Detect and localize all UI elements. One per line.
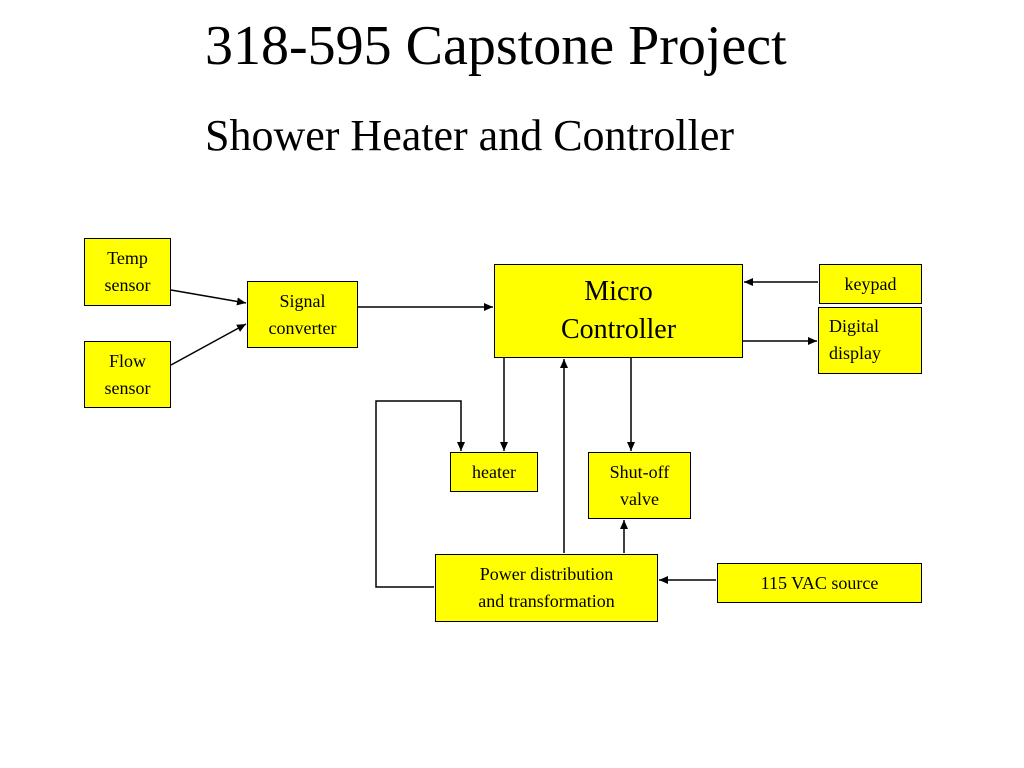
power-distribution-block: Power distribution and transformation — [435, 554, 658, 622]
signal-converter-block: Signal converter — [247, 281, 358, 348]
temp-sensor-block: Temp sensor — [84, 238, 171, 306]
keypad-block: keypad — [819, 264, 922, 304]
slide-title: 318-595 Capstone Project — [205, 15, 787, 77]
heater-block: heater — [450, 452, 538, 492]
arrow-temp-to-signal — [170, 289, 247, 306]
arrow-flow-to-signal — [170, 323, 247, 366]
micro-controller-block: Micro Controller — [494, 264, 743, 358]
flow-sensor-block: Flow sensor — [84, 341, 171, 408]
keypad-label: keypad — [844, 273, 897, 294]
arrow-power-to-heater — [375, 400, 465, 588]
shutoff-valve-block: Shut-off valve — [588, 452, 691, 519]
digital-display-block: Digital display — [818, 307, 922, 374]
vac-source-label: 115 VAC source — [760, 572, 879, 593]
power-distribution-label: Power distribution and transformation — [478, 564, 615, 611]
temp-sensor-label: Temp sensor — [104, 248, 151, 295]
flow-sensor-label: Flow sensor — [104, 350, 151, 398]
shutoff-valve-label: Shut-off valve — [609, 461, 670, 509]
signal-converter-label: Signal converter — [268, 290, 337, 338]
heater-label: heater — [472, 461, 516, 482]
slide-subtitle: Shower Heater and Controller — [205, 111, 735, 160]
micro-controller-label: Micro Controller — [560, 276, 677, 345]
vac-source-block: 115 VAC source — [717, 563, 922, 603]
digital-display-label: Digital display — [829, 316, 881, 363]
